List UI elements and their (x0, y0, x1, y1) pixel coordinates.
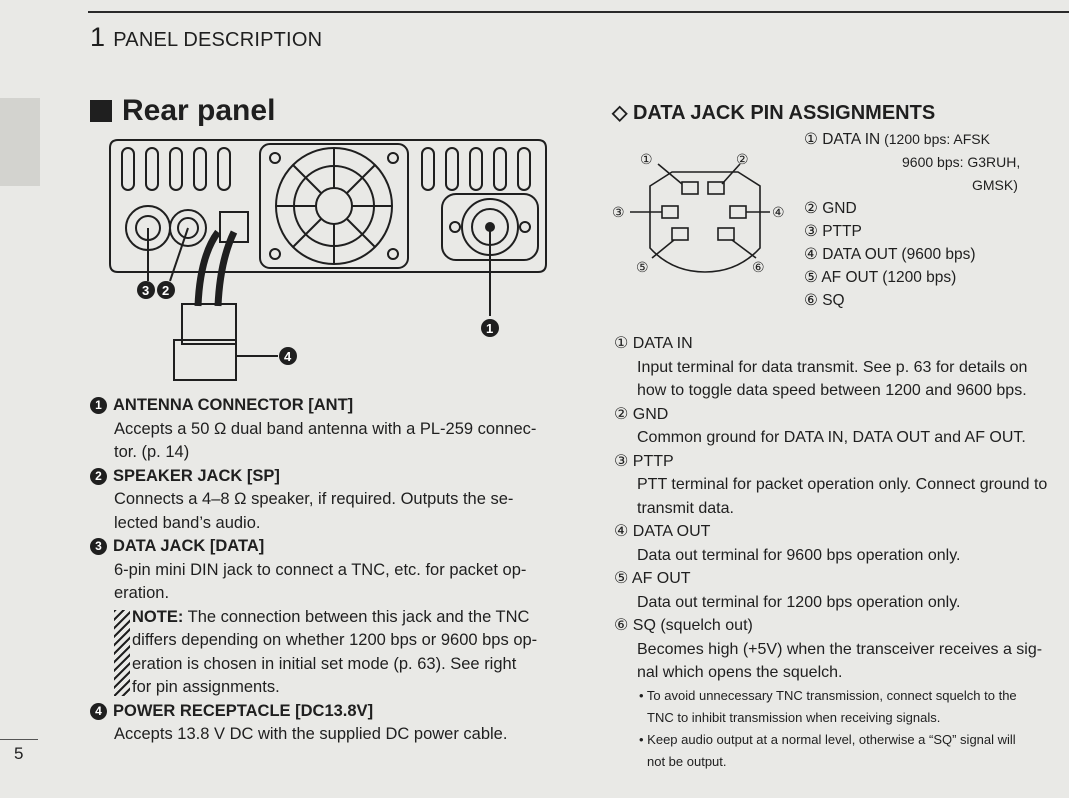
pin-desc-line: PTT terminal for packet operation only. … (637, 476, 1048, 493)
page-number: 5 (14, 744, 24, 763)
note-line: eration is chosen in initial set mode (p… (132, 654, 517, 673)
callout-1: 1 (486, 321, 493, 336)
chapter-number: 1 (90, 22, 106, 52)
item-speaker: 2 SPEAKER JACK [SP] Connects a 4–8 Ω spea… (90, 465, 570, 536)
chapter-heading: 1 PANEL DESCRIPTION (90, 22, 322, 53)
pin-3: ③ PTTP (804, 223, 862, 240)
item-body-line: lected band’s audio. (114, 513, 261, 532)
pin-label-6: ⑥ (752, 259, 765, 275)
panel-outline (109, 139, 547, 273)
pin-desc-title: ① DATA IN (614, 335, 693, 352)
pin-1-detail: (1200 bps: AFSK (880, 131, 990, 147)
bullet-line: • To avoid unnecessary TNC transmission,… (639, 687, 1017, 703)
item-title: POWER RECEPTACLE [DC13.8V] (113, 701, 374, 720)
badge-3: 3 (90, 538, 107, 556)
item-body-line: eration. (114, 584, 170, 602)
pin-desc-line: Input terminal for data transmit. See p.… (637, 358, 1028, 376)
pin-desc-title: ③ PTTP (614, 452, 674, 470)
note-label: NOTE: (132, 607, 184, 626)
item-body-line: Accepts 13.8 V DC with the supplied DC p… (114, 725, 508, 743)
pin-desc-title: ④ DATA OUT (614, 523, 711, 540)
pin-desc-line: Data out terminal for 1200 bps operation… (637, 593, 961, 611)
pin-desc-line: Data out terminal for 9600 bps operation… (637, 546, 961, 564)
item-body-line: Accepts a 50 Ω dual band antenna with a … (114, 419, 537, 438)
item-antenna: 1 ANTENNA CONNECTOR [ANT] Accepts a 50 Ω … (90, 394, 570, 465)
connector-descriptions: 1 ANTENNA CONNECTOR [ANT] Accepts a 50 Ω … (90, 394, 570, 747)
bullet-line: not be output. (647, 753, 727, 769)
bullet-line: • Keep audio output at a normal level, o… (639, 731, 1016, 747)
item-body-line: tor. (p. 14) (114, 443, 190, 461)
pin-2: ② GND (804, 200, 857, 217)
pin-list: ① DATA IN (1200 bps: AFSK 9600 bps: G3RU… (804, 128, 1069, 312)
pin-label-4: ④ (772, 204, 785, 220)
callout-2: 2 (162, 283, 169, 298)
note-hatch-icon (114, 609, 130, 696)
pin-desc-line: transmit data. (637, 499, 734, 517)
item-title: ANTENNA CONNECTOR [ANT] (113, 396, 354, 414)
pin-desc-line: nal which opens the squelch. (637, 664, 843, 681)
note-line: for pin assignments. (132, 678, 280, 696)
pin-desc-line: Common ground for DATA IN, DATA OUT and … (637, 429, 1026, 446)
pin-1: ① DATA IN (804, 131, 881, 148)
heat-sink-fins-right (421, 147, 531, 191)
pin-label-1: ① (640, 151, 653, 167)
page-number-rule (0, 739, 38, 740)
callout-3: 3 (142, 283, 149, 298)
item-body-line: Connects a 4–8 Ω speaker, if required. O… (114, 490, 514, 508)
pin-label-5: ⑤ (636, 259, 649, 275)
note-line: The connection between this jack and the… (183, 607, 530, 626)
pin-1-detail-2: 9600 bps: G3RUH, (902, 154, 1021, 170)
badge-2: 2 (90, 467, 107, 485)
cooling-fan (259, 143, 409, 269)
note-line: differs depending on whether 1200 bps or… (132, 631, 538, 649)
pin-desc-title: ⑤ AF OUT (614, 570, 691, 587)
pin-label-3: ③ (612, 204, 625, 220)
chapter-title: PANEL DESCRIPTION (113, 29, 323, 51)
section-bullet-icon (90, 100, 112, 122)
pin-descriptions: ① DATA IN Input terminal for data transm… (614, 332, 1069, 773)
edge-tab (0, 98, 40, 186)
pin-6: ⑥ SQ (804, 292, 845, 309)
item-data-jack: 3 DATA JACK [DATA] 6-pin mini DIN jack to… (90, 535, 570, 700)
din-outline (649, 171, 761, 273)
section-title: Rear panel (90, 94, 275, 128)
pin-desc-line: how to toggle data speed between 1200 an… (637, 382, 1027, 399)
item-body-line: 6-pin mini DIN jack to connect a TNC, et… (114, 560, 527, 579)
badge-4: 4 (90, 702, 107, 720)
item-power: 4 POWER RECEPTACLE [DC13.8V] Accepts 13.8… (90, 700, 570, 747)
pin-1-detail-3: GMSK) (972, 177, 1018, 193)
power-cable-drawing (173, 229, 238, 381)
section-title-text: Rear panel (122, 94, 276, 127)
note-box: NOTE: The connection between this jack a… (90, 606, 570, 700)
pin-desc-title: ② GND (614, 405, 669, 423)
pin-label-2: ② (736, 151, 749, 167)
pin-5: ⑤ AF OUT (1200 bps) (804, 269, 957, 286)
din-pin-diagram: ① ② ③ ④ ⑤ ⑥ (612, 151, 785, 275)
heat-sink-fins-left (121, 147, 231, 191)
rear-panel-illustration: 3 2 1 4 (109, 139, 547, 381)
bullet-line: TNC to inhibit transmission when receivi… (647, 709, 941, 725)
item-title: DATA JACK [DATA] (113, 537, 265, 555)
pin-4: ④ DATA OUT (9600 bps) (804, 246, 976, 263)
pin-desc-line: Becomes high (+5V) when the transceiver … (637, 640, 1043, 658)
badge-1: 1 (90, 397, 107, 415)
pin-desc-title: ⑥ SQ (squelch out) (614, 617, 753, 634)
pin-assignments-title: ◇ DATA JACK PIN ASSIGNMENTS (612, 102, 936, 124)
top-rule (88, 11, 1069, 13)
callout-4: 4 (284, 349, 292, 364)
item-title: SPEAKER JACK [SP] (113, 466, 280, 485)
